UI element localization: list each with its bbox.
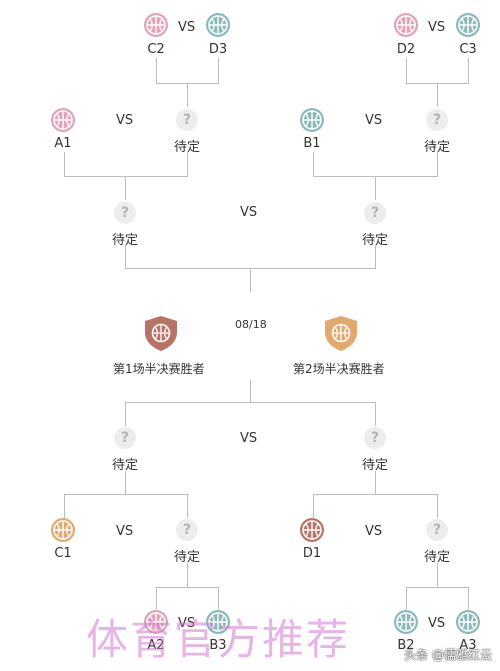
team-b3-label: B3 (209, 638, 227, 653)
vs-label: VS (365, 113, 383, 128)
vs-label: VS (240, 431, 258, 446)
final-date: 08/18 (235, 318, 267, 331)
pending-question-icon: ? (114, 427, 136, 449)
team-c3-basketball-icon[interactable] (456, 13, 480, 37)
pending-question-icon: ? (176, 109, 198, 131)
pending-label: 待定 (111, 233, 138, 248)
semifinal-2-winner-label: 第2场半决赛胜者 (293, 362, 385, 376)
author-credit: 头条 @儒雅红云 (404, 648, 492, 662)
team-a2-label: A2 (147, 638, 165, 653)
team-b1-basketball-icon[interactable] (300, 108, 324, 132)
vs-label: VS (178, 20, 196, 35)
pending-question-icon: ? (426, 519, 448, 541)
semifinal-2-winner-shield-icon (325, 316, 357, 351)
team-a1-label: A1 (54, 136, 72, 151)
team-c2-label: C2 (147, 42, 165, 57)
pending-label: 待定 (111, 458, 138, 473)
team-d1-label: D1 (302, 546, 322, 561)
team-d3-basketball-icon[interactable] (206, 13, 230, 37)
pending-label: 待定 (173, 550, 200, 565)
team-d1-basketball-icon[interactable] (300, 518, 324, 542)
vs-label: VS (428, 20, 446, 35)
team-b1-label: B1 (303, 136, 321, 151)
team-d2-label: D2 (396, 42, 416, 57)
team-c1-basketball-icon[interactable] (51, 518, 75, 542)
team-c2-basketball-icon[interactable] (144, 13, 168, 37)
pending-question-icon: ? (176, 519, 198, 541)
team-d3-label: D3 (208, 42, 228, 57)
semifinal-1-winner-shield-icon (145, 316, 177, 351)
team-a3-label: A3 (459, 638, 477, 653)
watermark-text: 体育官方推荐 (86, 615, 351, 664)
team-a2-basketball-icon[interactable] (144, 610, 168, 634)
vs-label: VS (116, 524, 134, 539)
pending-label: 待定 (173, 140, 200, 155)
team-b2-basketball-icon[interactable] (394, 610, 418, 634)
team-c1-label: C1 (54, 546, 72, 561)
semifinal-1-winner-label: 第1场半决赛胜者 (113, 362, 205, 376)
pending-question-icon: ? (426, 109, 448, 131)
pending-label: 待定 (423, 140, 450, 155)
vs-label: VS (240, 205, 258, 220)
team-c3-label: C3 (459, 42, 477, 57)
pending-label: 待定 (361, 233, 388, 248)
vs-label: VS (365, 524, 383, 539)
team-b2-label: B2 (397, 638, 415, 653)
team-a3-basketball-icon[interactable] (456, 610, 480, 634)
pending-label: 待定 (423, 550, 450, 565)
team-b3-basketball-icon[interactable] (206, 610, 230, 634)
pending-question-icon: ? (364, 202, 386, 224)
pending-question-icon: ? (114, 202, 136, 224)
pending-question-icon: ? (364, 427, 386, 449)
vs-label: VS (116, 113, 134, 128)
vs-label: VS (178, 616, 196, 631)
pending-label: 待定 (361, 458, 388, 473)
team-a1-basketball-icon[interactable] (51, 108, 75, 132)
vs-label: VS (428, 616, 446, 631)
team-d2-basketball-icon[interactable] (394, 13, 418, 37)
